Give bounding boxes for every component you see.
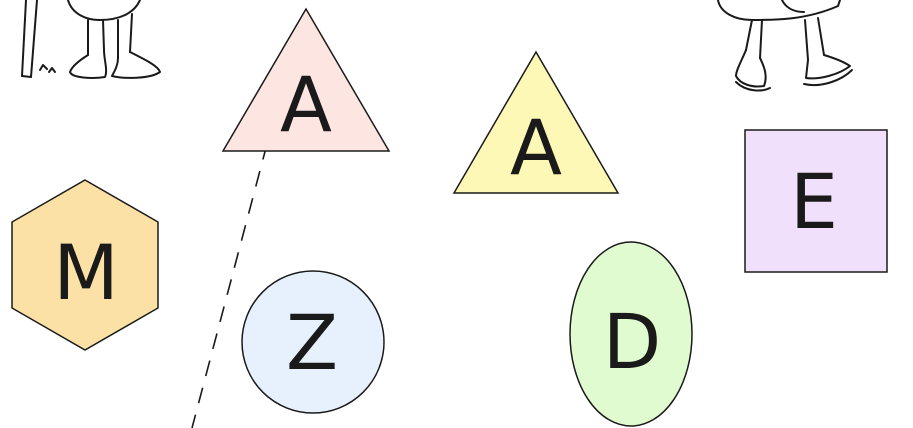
square-e-label: E <box>790 157 838 246</box>
ellipse-d[interactable]: D <box>569 241 693 427</box>
walker-feet-right <box>717 0 853 92</box>
hexagon-m-shape <box>11 179 159 351</box>
triangle-a-yellow[interactable]: A <box>452 50 620 194</box>
ellipse-d-label: D <box>603 297 662 386</box>
dashed-line <box>191 143 268 428</box>
circle-z-label: Z <box>286 298 338 387</box>
circle-z[interactable]: Z <box>241 270 385 414</box>
circle-z-shape <box>241 270 385 414</box>
hexagon-m[interactable]: M <box>11 179 159 351</box>
triangle-a-pink[interactable]: A <box>221 7 391 152</box>
square-e-shape <box>744 129 888 273</box>
triangle-a-yellow-label: A <box>510 103 562 192</box>
square-e[interactable]: E <box>744 129 888 273</box>
triangle-a-pink-label: A <box>280 60 332 149</box>
triangle-a-yellow-shape <box>452 50 620 194</box>
triangle-a-pink-shape <box>221 7 391 152</box>
ellipse-d-shape <box>569 241 693 427</box>
walker-feet-left <box>21 0 161 79</box>
hexagon-m-label: M <box>53 228 119 317</box>
